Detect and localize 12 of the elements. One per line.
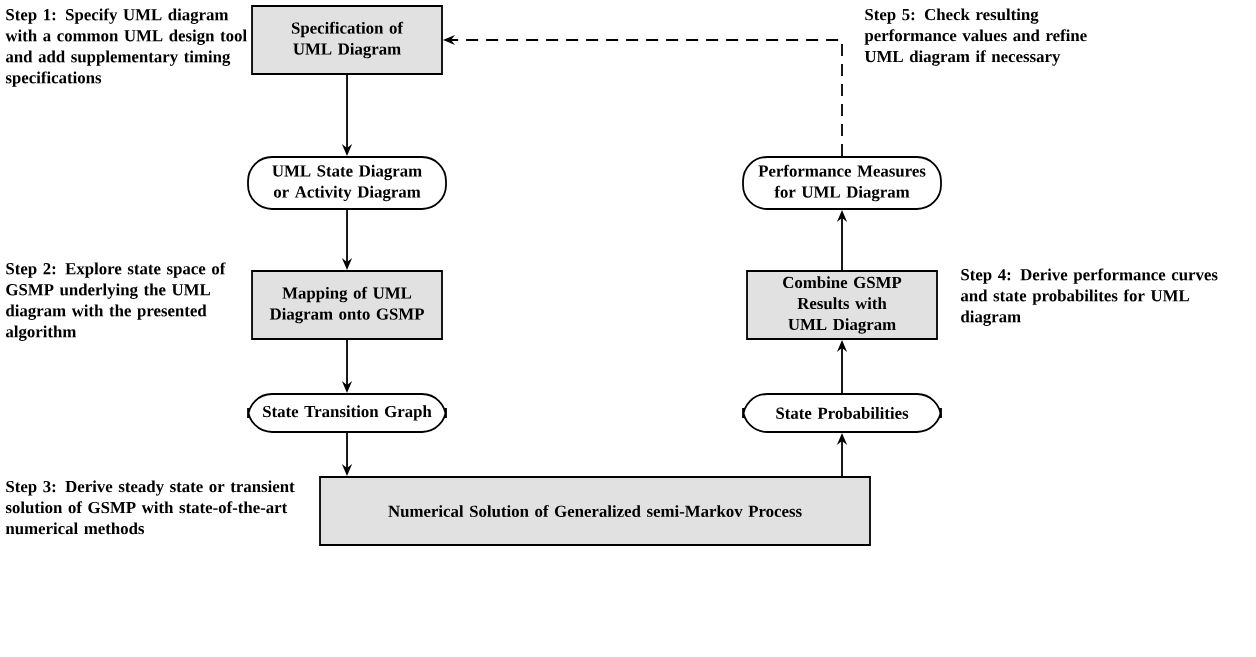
process-box: Combine GSMP Results with UML Diagram xyxy=(746,270,938,340)
step-note: Step 4: Derive performance curves and state probabilites for UML diagram xyxy=(960,268,1218,326)
rounded-box: State Transition Graph xyxy=(247,393,447,433)
step-note: Step 3: Derive steady state or transient solution of GSMP with state-of-the-art numerical methods xyxy=(5,480,295,535)
rounded-box: State Probabilities xyxy=(742,393,942,433)
rounded-box: UML State Diagram or Activity Diagram xyxy=(247,156,447,210)
step-note: Step 2: Explore state space of GSMP underlying the UML diagram with the presented algorithm xyxy=(5,262,226,341)
process-box: Mapping of UML Diagram onto GSMP xyxy=(251,270,443,340)
process-box: Specification of UML Diagram xyxy=(251,5,443,75)
step-note: Step 5: Check resulting performance values and refine UML diagram if necessary xyxy=(864,8,1087,66)
process-box: Numerical Solution of Generalized semi-Markov Process xyxy=(319,476,871,546)
rounded-box: Performance Measures for UML Diagram xyxy=(742,156,942,210)
